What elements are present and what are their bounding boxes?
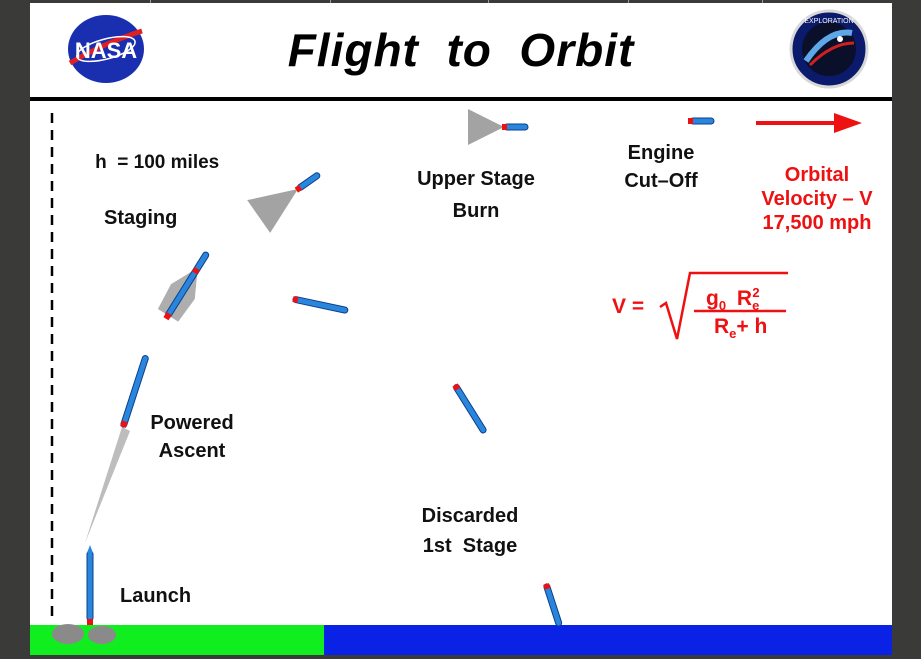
frame-tab-line xyxy=(762,0,763,3)
launch-rocket xyxy=(86,545,94,625)
formula-numerator: g0 Re2 xyxy=(706,279,760,320)
orbital-velocity-label: Orbital Velocity – V 17,500 mph xyxy=(750,163,884,235)
diagram-panel: NASA Flight to Orbit EXPLORATION xyxy=(30,3,892,655)
svg-text:EXPLORATION: EXPLORATION xyxy=(804,18,853,25)
orbital-line-1: Orbital xyxy=(784,164,850,186)
launch-smoke xyxy=(52,624,116,644)
flight-diagram-graphics xyxy=(30,109,892,655)
discarded-line-1: Discarded xyxy=(421,505,519,527)
discarded-line-2: 1st Stage xyxy=(422,535,518,557)
discarded-stage-1 xyxy=(292,296,349,314)
formula-r: R xyxy=(736,287,753,310)
engine-line-2: Cut–Off xyxy=(624,170,698,192)
orbital-line-3: 17,500 mph xyxy=(762,212,872,234)
staging-label: Staging xyxy=(104,207,178,229)
nasa-logo: NASA xyxy=(64,13,148,85)
formula-radical xyxy=(659,271,788,340)
upper-stage-rocket xyxy=(247,172,321,233)
frame-tab-line xyxy=(628,0,629,3)
engine-cutoff-label: Engine Cut–Off xyxy=(616,139,706,195)
powered-ascent-label: Powered Ascent xyxy=(142,409,242,465)
formula-denominator: Re+ h xyxy=(714,313,767,348)
altitude-label: h = 100 miles xyxy=(74,121,219,205)
page-title: Flight to Orbit xyxy=(287,24,635,76)
nasa-logo-icon: NASA xyxy=(68,15,144,83)
cutoff-rocket xyxy=(688,117,715,125)
upper-stage-burn-rocket xyxy=(468,109,529,145)
frame-tab-line xyxy=(330,0,331,3)
ocean-strip xyxy=(324,625,892,655)
formula-den-sub: e xyxy=(729,326,737,342)
upper-stage-label: Upper Stage Burn xyxy=(400,165,552,225)
altitude-value: = 100 miles xyxy=(117,152,220,173)
exploration-logo: EXPLORATION xyxy=(788,9,870,89)
formula-g-sub: 0 xyxy=(718,298,727,314)
discarded-stage-label: Discarded 1st Stage xyxy=(408,501,532,561)
exploration-logo-icon: EXPLORATION xyxy=(789,9,869,89)
discarded-stage-2 xyxy=(452,383,487,434)
formula-den-rest: + h xyxy=(736,315,768,338)
ascent-plume xyxy=(85,427,130,543)
formula-g: g xyxy=(706,287,719,310)
orbital-line-2: Velocity – V xyxy=(761,188,873,210)
frame-tab-line xyxy=(488,0,489,3)
svg-text:NASA: NASA xyxy=(75,38,137,63)
ascent-rocket xyxy=(120,355,149,428)
formula-den-r: R xyxy=(714,315,730,338)
frame-tab-line xyxy=(150,0,151,3)
staging-rocket xyxy=(157,251,210,322)
formula-lhs: V = xyxy=(612,295,645,318)
powered-line-2: Ascent xyxy=(158,440,226,462)
header-divider xyxy=(30,97,892,101)
launch-label: Launch xyxy=(120,585,192,607)
powered-line-1: Powered xyxy=(150,412,234,434)
upper-stage-line-2: Burn xyxy=(452,200,500,222)
formula-r-sup: 2 xyxy=(752,285,760,300)
upper-stage-line-1: Upper Stage xyxy=(417,168,535,190)
formula-r-sub: e xyxy=(752,298,760,314)
altitude-symbol: h xyxy=(95,152,107,173)
discarded-stage-3 xyxy=(543,583,563,627)
engine-line-1: Engine xyxy=(627,142,695,164)
orbital-velocity-arrow xyxy=(756,113,862,133)
